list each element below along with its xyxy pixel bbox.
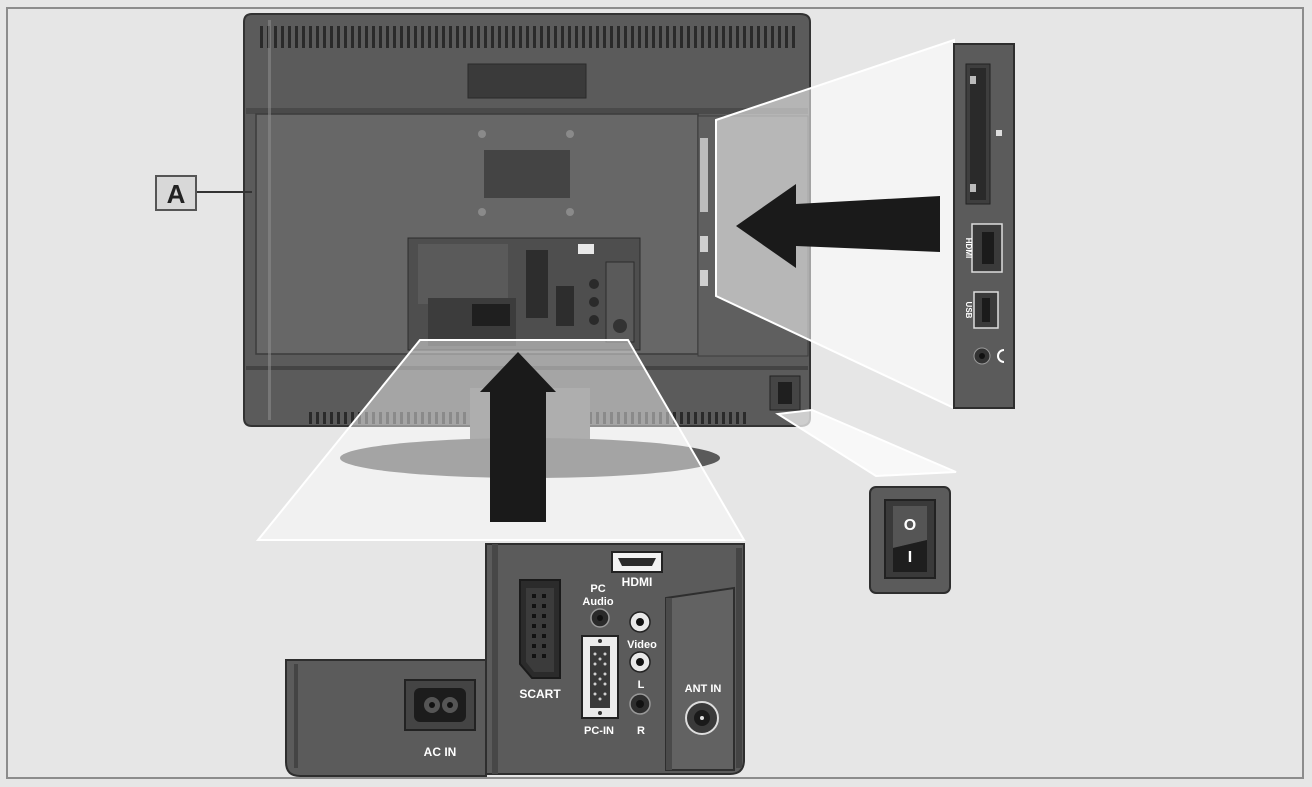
pc-audio-label-line1: PC <box>590 583 605 595</box>
handle-recess <box>467 63 587 99</box>
headphone-icon <box>997 349 1005 363</box>
ant-in-section <box>665 586 735 771</box>
ant-in-label: ANT IN <box>685 683 722 695</box>
audio-left-label: L <box>638 679 645 691</box>
power-switch-detail: O I <box>869 486 951 594</box>
hdmi-label: HDMI <box>622 575 653 589</box>
audio-right-label: R <box>637 725 645 737</box>
side-arrow <box>736 184 940 268</box>
pc-audio-jack <box>590 608 610 628</box>
side-connector-panel: HDMI USB <box>953 43 1015 409</box>
audio-left-jack <box>629 693 651 715</box>
hdmi-port <box>611 551 663 573</box>
ac-in-label: AC IN <box>424 745 457 759</box>
pc-in-vga-port <box>581 635 619 719</box>
ac-in-port <box>404 679 476 731</box>
callout-a: A <box>155 175 252 211</box>
rca-jack-top <box>629 611 651 633</box>
video-jack <box>629 651 651 673</box>
pc-in-label: PC-IN <box>584 725 614 737</box>
top-vents <box>258 26 798 48</box>
side-hdmi-label: HDMI <box>964 238 973 258</box>
pc-audio-label-line2: Audio <box>582 596 613 608</box>
callout-letter: A <box>167 179 186 209</box>
label-plate <box>484 150 570 198</box>
side-usb-label: USB <box>964 302 973 319</box>
scart-port <box>519 579 561 679</box>
ant-in-port <box>685 701 719 735</box>
switch-off-label: O <box>904 517 916 534</box>
video-label: Video <box>627 639 657 651</box>
vesa-screws <box>478 130 574 216</box>
main-connector-panel: AC IN SCART H <box>285 543 745 777</box>
up-arrow <box>480 352 556 522</box>
scart-label: SCART <box>519 687 561 701</box>
rear-connector-area-small <box>407 237 641 351</box>
switch-highlight <box>775 408 957 478</box>
switch-on-label: I <box>908 549 912 566</box>
side-card-slot <box>700 138 708 212</box>
